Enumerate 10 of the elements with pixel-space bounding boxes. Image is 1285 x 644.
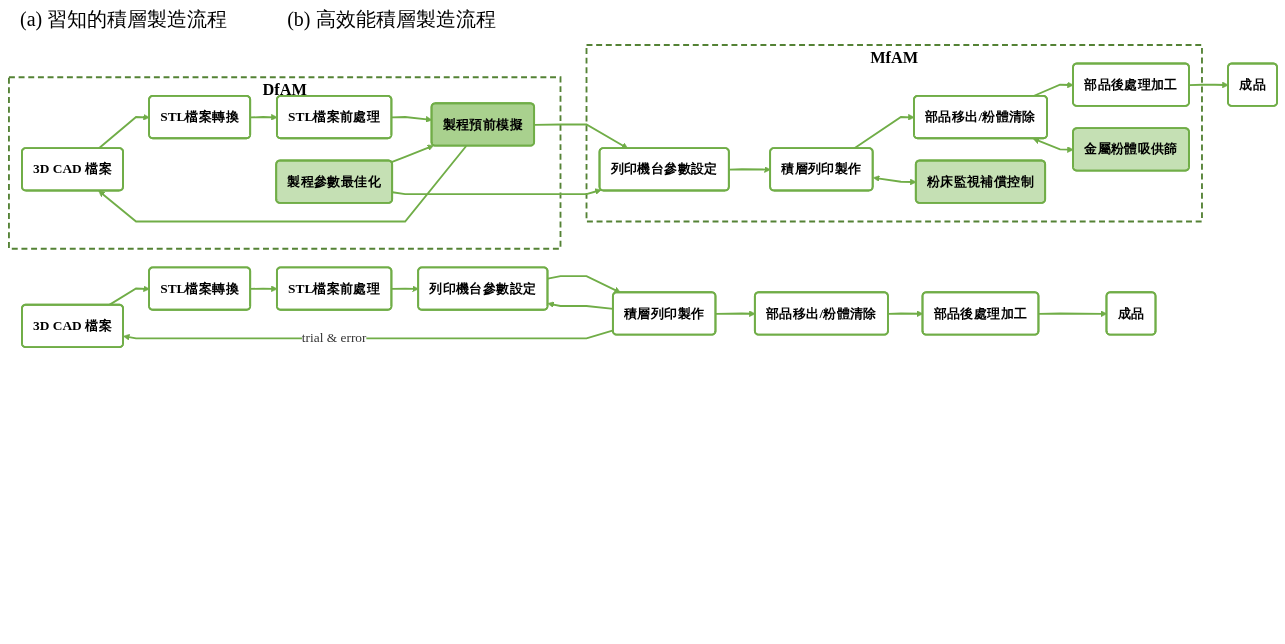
arrow — [546, 275, 621, 293]
arrow — [97, 145, 467, 223]
arrow — [390, 116, 432, 123]
arrow — [872, 175, 916, 186]
section-heading: (a) 習知的積層製造流程 — [20, 7, 228, 33]
arrow — [390, 144, 434, 163]
arrow — [533, 123, 628, 149]
edge-label: trial & error — [301, 330, 366, 346]
arrow — [391, 188, 601, 196]
section-heading: (b) 高效能積層製造流程 — [287, 7, 496, 33]
